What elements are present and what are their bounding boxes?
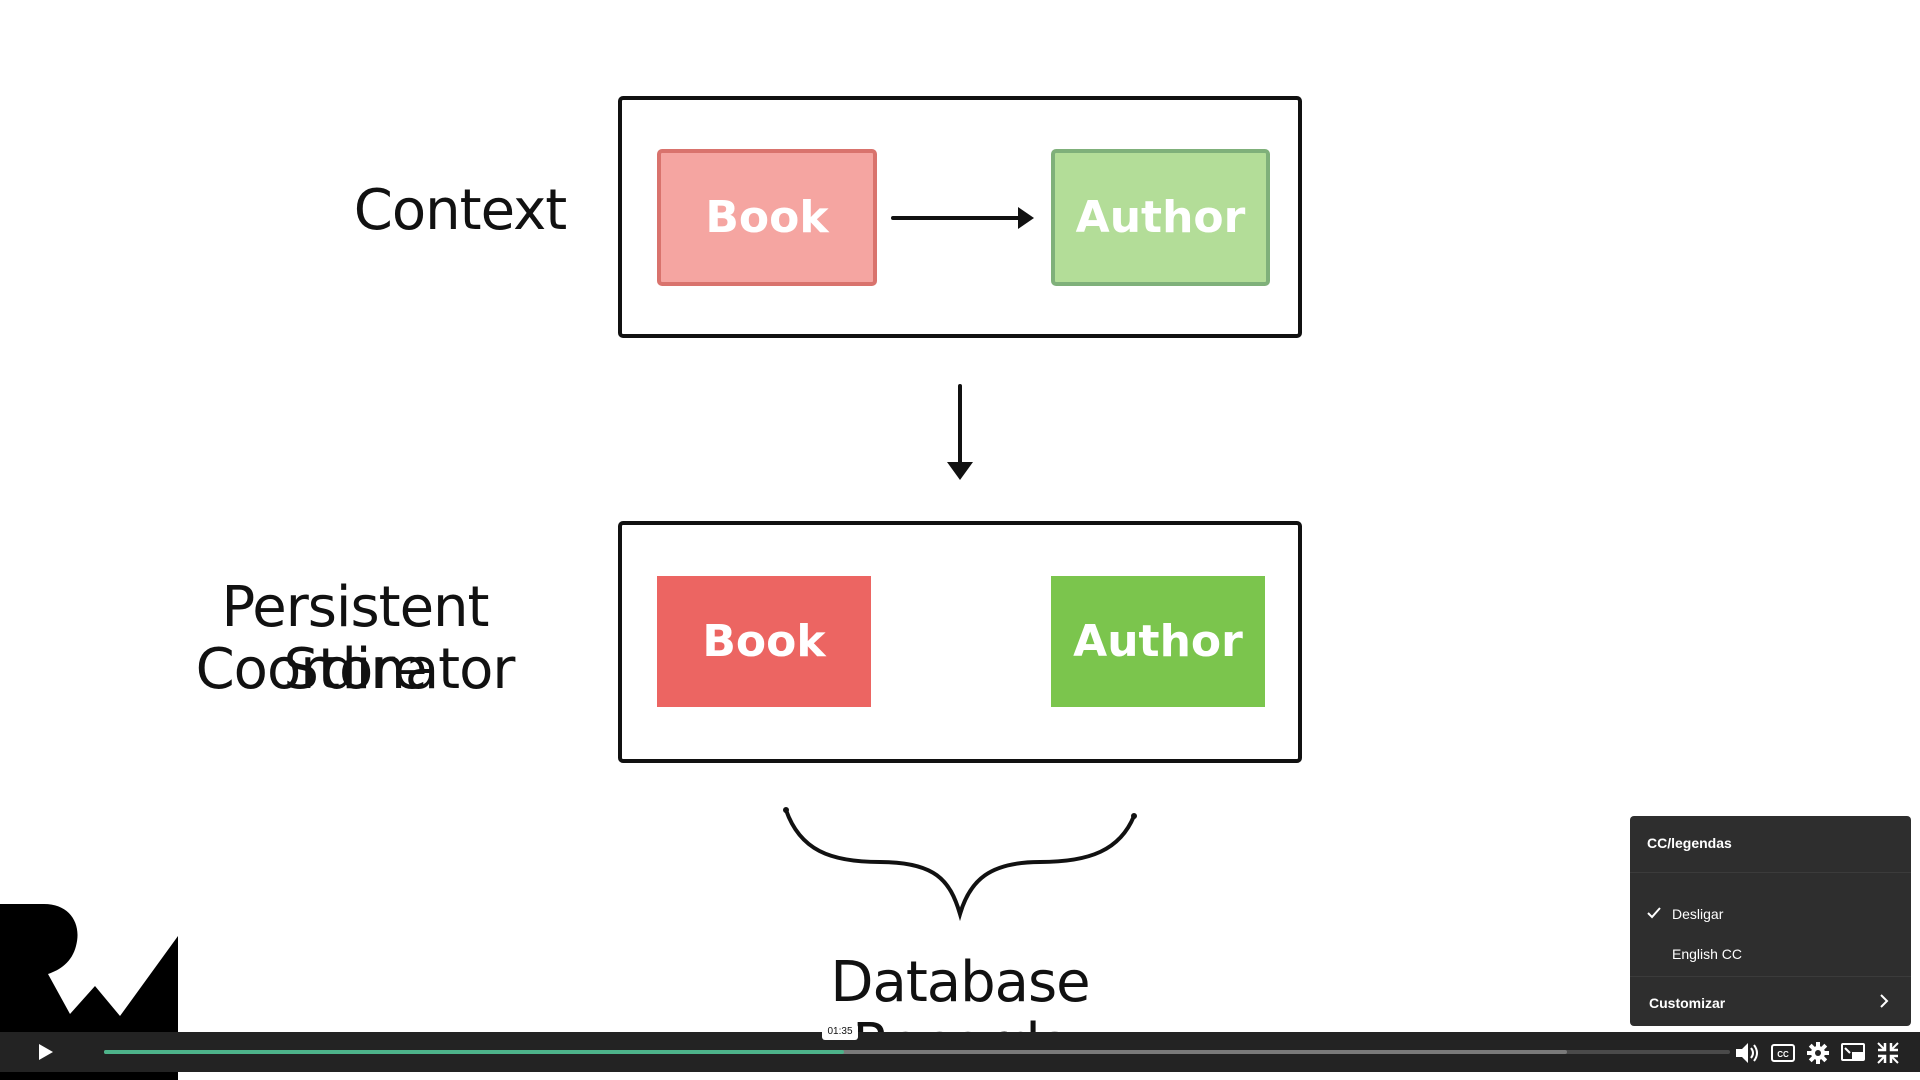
- psc-container: [618, 521, 1302, 763]
- check-icon: [1647, 907, 1661, 919]
- psc-label-line2: Coordinator: [195, 637, 516, 702]
- caption-option-label: English CC: [1672, 946, 1743, 962]
- volume-button[interactable]: [1733, 1040, 1761, 1066]
- curly-brace: [784, 808, 1136, 922]
- progress-played: [104, 1050, 844, 1054]
- play-icon: [39, 1044, 53, 1060]
- down-arrowhead: [947, 462, 973, 480]
- psc-book-box: [657, 576, 871, 707]
- exit-fullscreen-icon: [1877, 1042, 1899, 1064]
- context-author-label: Author: [1075, 192, 1246, 243]
- volume-icon: [1736, 1043, 1758, 1063]
- context-book-label: Book: [705, 192, 829, 243]
- caption-option-english[interactable]: English CC: [1630, 936, 1911, 972]
- customize-captions-item[interactable]: Customizar: [1630, 982, 1911, 1022]
- settings-gear-icon: [1807, 1042, 1829, 1064]
- customize-label: Customizar: [1649, 995, 1726, 1011]
- context-book-box: [657, 149, 877, 286]
- captions-menu-title: CC/legendas: [1647, 835, 1732, 851]
- cc-icon: CC: [1771, 1044, 1795, 1062]
- progress-bar[interactable]: [104, 1050, 1730, 1054]
- psc-author-box: [1051, 576, 1265, 707]
- play-button[interactable]: [34, 1040, 58, 1064]
- settings-button[interactable]: [1804, 1040, 1832, 1066]
- caption-option-off[interactable]: Desligar: [1630, 896, 1911, 932]
- context-author-box: [1051, 149, 1270, 286]
- caption-option-label: Desligar: [1672, 906, 1724, 922]
- svg-text:CC: CC: [1777, 1050, 1789, 1059]
- divider: [1630, 976, 1911, 977]
- captions-button[interactable]: CC: [1769, 1040, 1797, 1066]
- psc-book-label: Book: [702, 616, 826, 667]
- context-label: Context: [353, 178, 567, 243]
- context-container: [618, 96, 1302, 338]
- picture-in-picture-button[interactable]: [1839, 1040, 1867, 1066]
- captions-menu: CC/legendas Desligar English CC Customiz…: [1630, 816, 1911, 1026]
- chevron-right-icon: [1880, 994, 1889, 1008]
- exit-fullscreen-button[interactable]: [1874, 1040, 1902, 1066]
- time-tooltip: 01:35: [822, 1024, 858, 1040]
- divider: [1630, 872, 1911, 873]
- picture-in-picture-icon: [1841, 1043, 1865, 1061]
- psc-author-label: Author: [1073, 616, 1243, 667]
- psc-label-line1: Persistent Store: [221, 575, 489, 702]
- relationship-arrowhead: [1018, 207, 1034, 229]
